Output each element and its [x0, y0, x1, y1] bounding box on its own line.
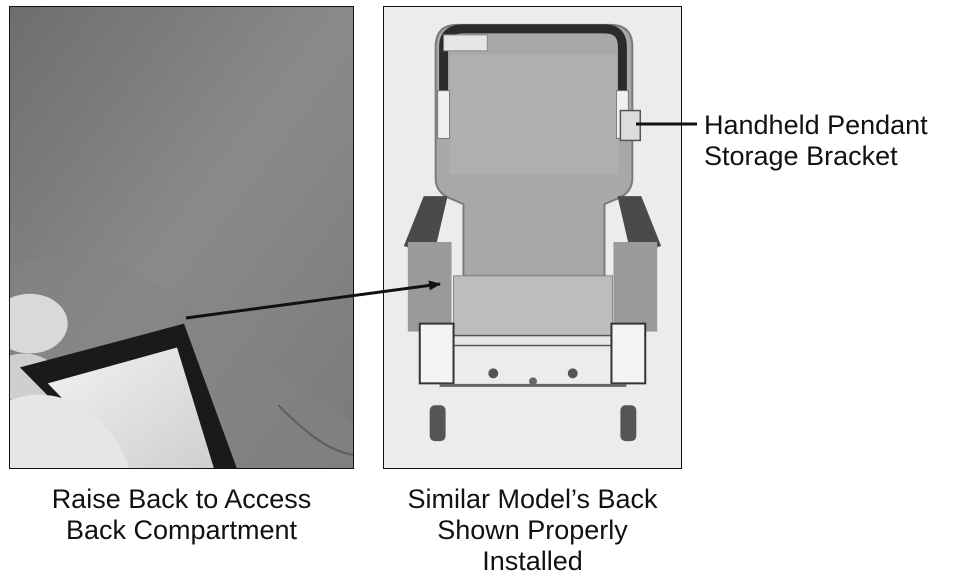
chair-installed-photo	[383, 6, 682, 469]
caption-line: Similar Model’s Back	[407, 484, 658, 514]
chair-illustration	[384, 7, 681, 468]
left-photo-caption: Raise Back to Access Back Compartment	[9, 484, 354, 546]
caption-line: Installed	[482, 546, 583, 576]
back-compartment-photo	[9, 6, 354, 469]
right-photo-caption: Similar Model’s Back Shown Properly Inst…	[383, 484, 682, 577]
caption-line: Shown Properly	[437, 515, 628, 545]
callout-line: Storage Bracket	[704, 141, 898, 171]
caption-line: Back Compartment	[65, 515, 298, 545]
back-compartment-illustration	[10, 7, 353, 468]
pendant-bracket-callout: Handheld Pendant Storage Bracket	[704, 110, 928, 172]
caption-line: Raise Back to Access	[51, 484, 312, 514]
callout-line: Handheld Pendant	[704, 110, 928, 140]
